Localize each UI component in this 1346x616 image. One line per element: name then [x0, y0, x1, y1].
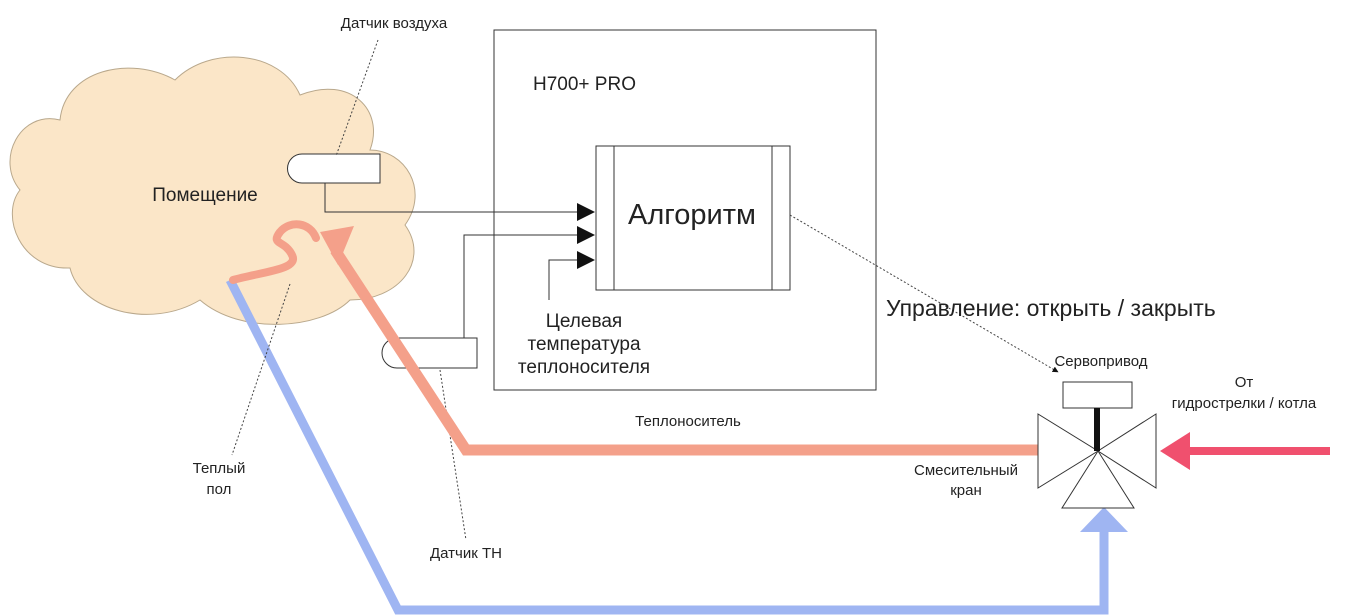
algorithm-block: [595, 145, 791, 291]
return-pipe-arrowhead: [1080, 507, 1128, 532]
coolant-label: Теплоноситель: [635, 413, 741, 430]
input-arrow-target: [577, 251, 595, 269]
room-cloud: [9, 56, 416, 325]
source-arrowhead: [1160, 432, 1190, 470]
return-pipe: [225, 277, 1109, 615]
room-label: Помещение: [152, 185, 258, 206]
target-temp-line2: температура: [527, 334, 640, 355]
control-label: Управление: открыть / закрыть: [886, 295, 1216, 321]
supply-pipe: [330, 246, 1040, 456]
mixing-valve-label-line1: Смесительный: [914, 462, 1018, 479]
servo-actuator: [1062, 381, 1133, 409]
servo-label: Сервопривод: [1054, 353, 1147, 370]
target-temp-line3: теплоносителя: [518, 357, 650, 378]
input-arrow-coolant: [577, 226, 595, 244]
mixing-valve: [1037, 413, 1157, 509]
warm-floor-loop: [229, 220, 320, 284]
floor-heating-label-line2: пол: [207, 481, 232, 498]
supply-pipe-arrowhead: [320, 226, 354, 265]
target-temp-line1: Целевая: [546, 311, 622, 332]
mixing-valve-label-line2: кран: [950, 482, 982, 499]
coolant-sensor-label: Датчик ТН: [430, 545, 502, 562]
source-label-line1: От: [1235, 374, 1254, 391]
controller-title: H700+ PRO: [533, 74, 636, 95]
input-arrow-air: [577, 203, 595, 221]
source-label-line2: гидрострелки / котла: [1172, 395, 1317, 412]
algorithm-label: Алгоритм: [628, 199, 756, 231]
floor-heating-label-line1: Теплый: [193, 460, 246, 477]
air-sensor-label: Датчик воздуха: [341, 15, 448, 32]
air-sensor: [287, 153, 381, 184]
